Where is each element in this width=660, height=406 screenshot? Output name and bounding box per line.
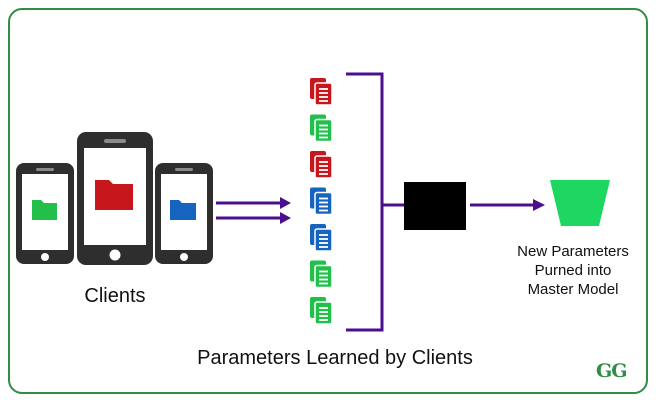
document-icon xyxy=(310,297,333,325)
phone-right xyxy=(155,163,213,264)
document-icon xyxy=(310,260,333,289)
result-line-3: Master Model xyxy=(527,280,619,298)
document-icon xyxy=(310,78,333,106)
new-parameters-label: New Parameters Purned into Master Model xyxy=(498,243,648,299)
aggregator-block xyxy=(404,182,466,230)
folder-icon xyxy=(170,200,196,220)
result-line-2: Purned into xyxy=(534,261,612,279)
arrow-to-master-model xyxy=(470,199,545,211)
folder-icon xyxy=(95,180,133,210)
collection-bracket xyxy=(346,72,404,332)
result-line-1: New Parameters xyxy=(517,243,629,260)
parameters-caption: Parameters Learned by Clients xyxy=(197,347,473,369)
document-icon xyxy=(310,187,333,216)
arrow-clients-to-parameters xyxy=(216,197,291,224)
folder-icon xyxy=(32,200,57,220)
gfg-logo: GG xyxy=(596,360,627,382)
document-icon xyxy=(310,224,333,252)
parameter-doc-stack xyxy=(310,78,333,325)
phone-left xyxy=(16,163,74,264)
master-model-icon xyxy=(550,180,610,226)
phone-center xyxy=(77,132,153,265)
clients-label: Clients xyxy=(84,285,146,307)
document-icon xyxy=(310,151,333,179)
document-icon xyxy=(310,114,333,143)
